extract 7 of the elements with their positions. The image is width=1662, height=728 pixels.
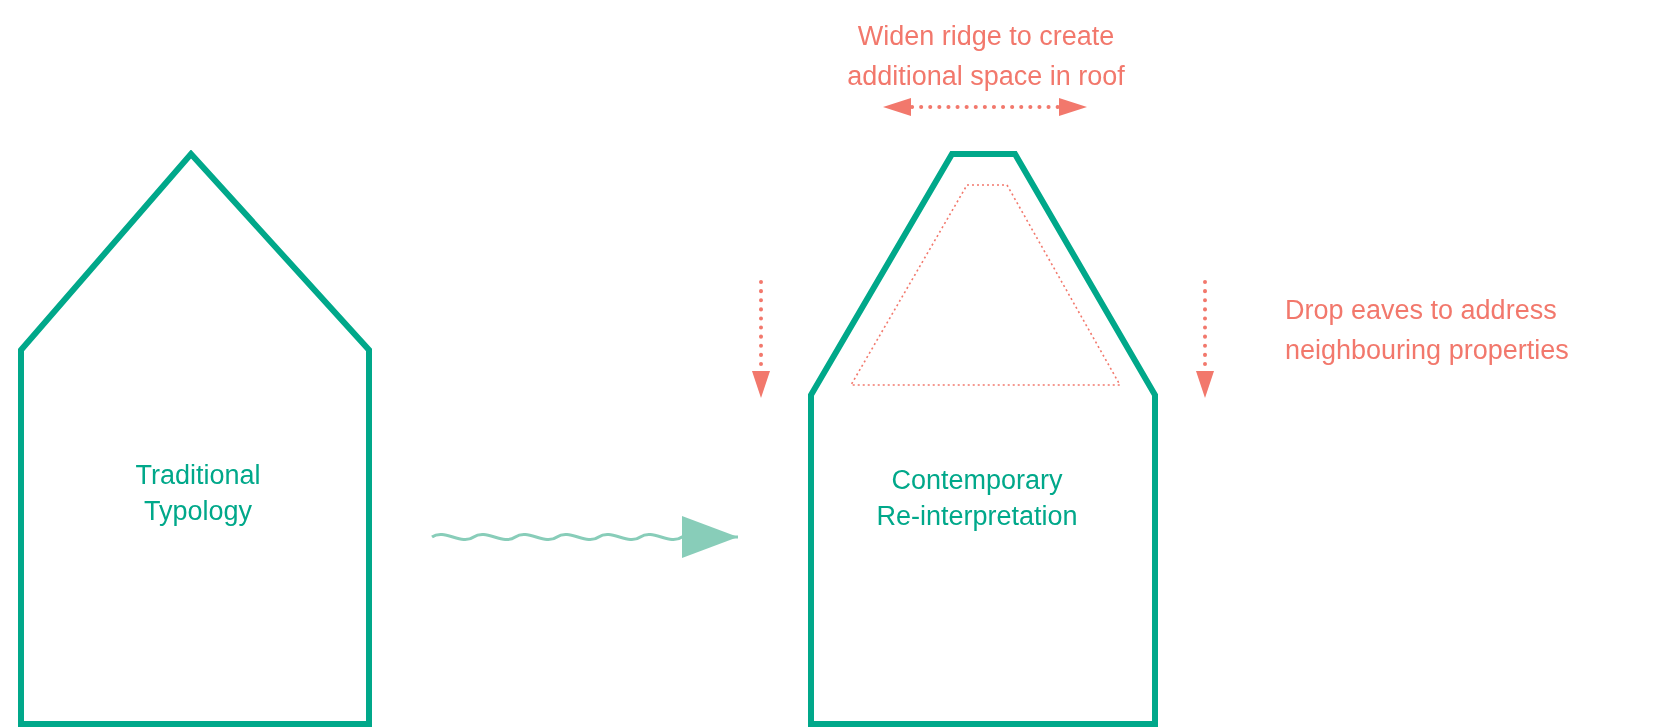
house-label: Traditional Typology [134,459,262,528]
wavy-arrow [431,516,738,558]
annotation-text: Widen ridge to create additional space in roof [846,20,1126,93]
annotation-text: Drop eaves to address neighbouring properties [1285,294,1570,367]
house-label: Contemporary Re-interpretation [875,464,1079,533]
house-outline [18,150,372,728]
house-outline [808,150,1158,728]
